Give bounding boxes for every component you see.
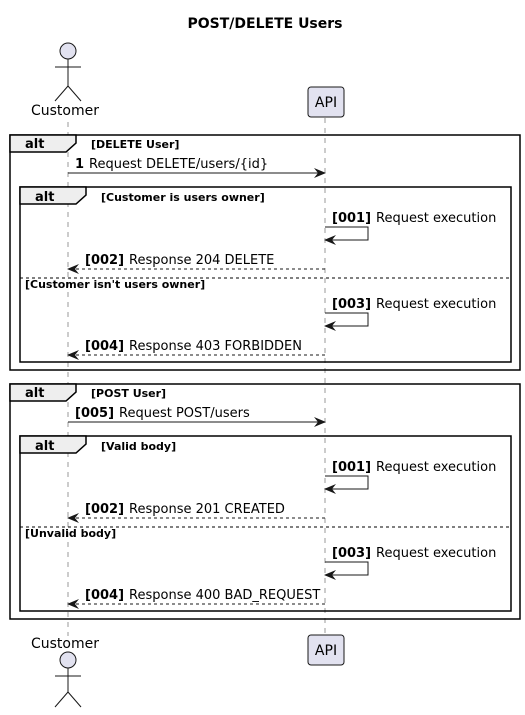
message-text: Request execution [376,460,496,475]
message-self-request-execution: [003] Request execution [324,546,496,580]
message-response-201: [002] Response 201 CREATED [67,502,325,523]
message-label: [002] Response 204 DELETE [85,253,274,268]
message-text: Response 204 DELETE [129,253,274,268]
message-text: Request execution [376,297,496,312]
actor-right-leg [67,691,82,708]
customer-label-top: Customer [31,103,99,119]
message-text: Response 400 BAD_REQUEST [129,588,320,603]
diagram-title: POST/DELETE Users [188,16,343,32]
actor-head [59,651,77,669]
message-seq: [004] [85,339,124,354]
message-label: [005] Request POST/users [75,406,250,421]
message-label: [001] Request execution [332,211,496,226]
message-label: 1 Request DELETE/users/{id} [75,157,268,172]
message-request-post: [005] Request POST/users [68,406,326,427]
message-seq: [005] [75,406,114,421]
message-seq: [001] [332,460,371,475]
customer-actor-top: Customer [31,42,99,119]
alt-frame-delete-user: alt [DELETE User] [9,134,521,371]
message-seq: [004] [85,588,124,603]
message-response-204: [002] Response 204 DELETE [67,253,325,274]
customer-label-bottom: Customer [31,636,99,652]
message-self-request-execution: [001] Request execution [324,460,496,494]
message-seq: [002] [85,502,124,517]
message-self-request-execution: [003] Request execution [324,297,496,331]
message-response-403: [004] Response 403 FORBIDDEN [67,339,325,360]
message-seq: [001] [332,211,371,226]
alt-frame-owner-check: alt [Customer is users owner] [19,186,512,363]
frame-guard: [POST User] [91,387,166,400]
message-seq: [002] [85,253,124,268]
message-label: [004] Response 403 FORBIDDEN [85,339,302,354]
message-text: Request execution [376,211,496,226]
actor-left-leg [54,691,69,708]
frame-guard: [Valid body] [101,440,176,453]
message-response-400: [004] Response 400 BAD_REQUEST [67,588,325,609]
frame-border [19,186,512,363]
frame-tab [19,186,87,205]
message-label: [003] Request execution [332,297,496,312]
api-label-top: API [315,95,337,111]
frame-keyword: alt [35,439,54,454]
actor-right-leg [67,85,82,102]
actor-head [59,42,77,60]
self-arrow [324,226,369,245]
frame-keyword: alt [35,190,54,205]
message-label: [002] Response 201 CREATED [85,502,285,517]
frame-tab [9,134,77,153]
frame-guard: [Customer is users owner] [101,191,265,204]
message-seq: [003] [332,297,371,312]
message-text: Request POST/users [119,406,250,421]
section-guard: [Customer isn't users owner] [25,278,205,291]
alt-frame-body-check: alt [Valid body] [19,435,512,612]
frame-keyword: alt [25,386,44,401]
alt-frame-post-user: alt [POST User] [9,383,521,620]
frame-border [9,134,521,371]
actor-left-leg [54,85,69,102]
api-box-bottom [307,634,345,666]
section-guard: [Unvalid body] [25,527,116,540]
message-text: Response 403 FORBIDDEN [129,339,302,354]
api-participant-bottom: API [307,634,345,666]
api-box-top [307,86,345,118]
customer-actor-bottom: Customer [31,636,99,708]
api-label-bottom: API [315,643,337,659]
message-text: Response 201 CREATED [129,502,285,517]
frame-tab [19,435,87,454]
api-participant-top: API [307,86,345,118]
message-seq: 1 [75,157,84,172]
message-label: [003] Request execution [332,546,496,561]
message-text: Request DELETE/users/{id} [89,157,268,172]
message-self-request-execution: [001] Request execution [324,211,496,245]
message-request-delete: 1 Request DELETE/users/{id} [68,157,326,178]
message-label: [004] Response 400 BAD_REQUEST [85,588,320,603]
self-arrow [324,561,369,580]
message-label: [001] Request execution [332,460,496,475]
frame-border [9,383,521,620]
frame-tab [9,383,77,402]
message-text: Request execution [376,546,496,561]
frame-keyword: alt [25,137,44,152]
self-arrow [324,312,369,331]
frame-border [19,435,512,612]
frame-guard: [DELETE User] [91,138,179,151]
message-seq: [003] [332,546,371,561]
self-arrow [324,475,369,494]
